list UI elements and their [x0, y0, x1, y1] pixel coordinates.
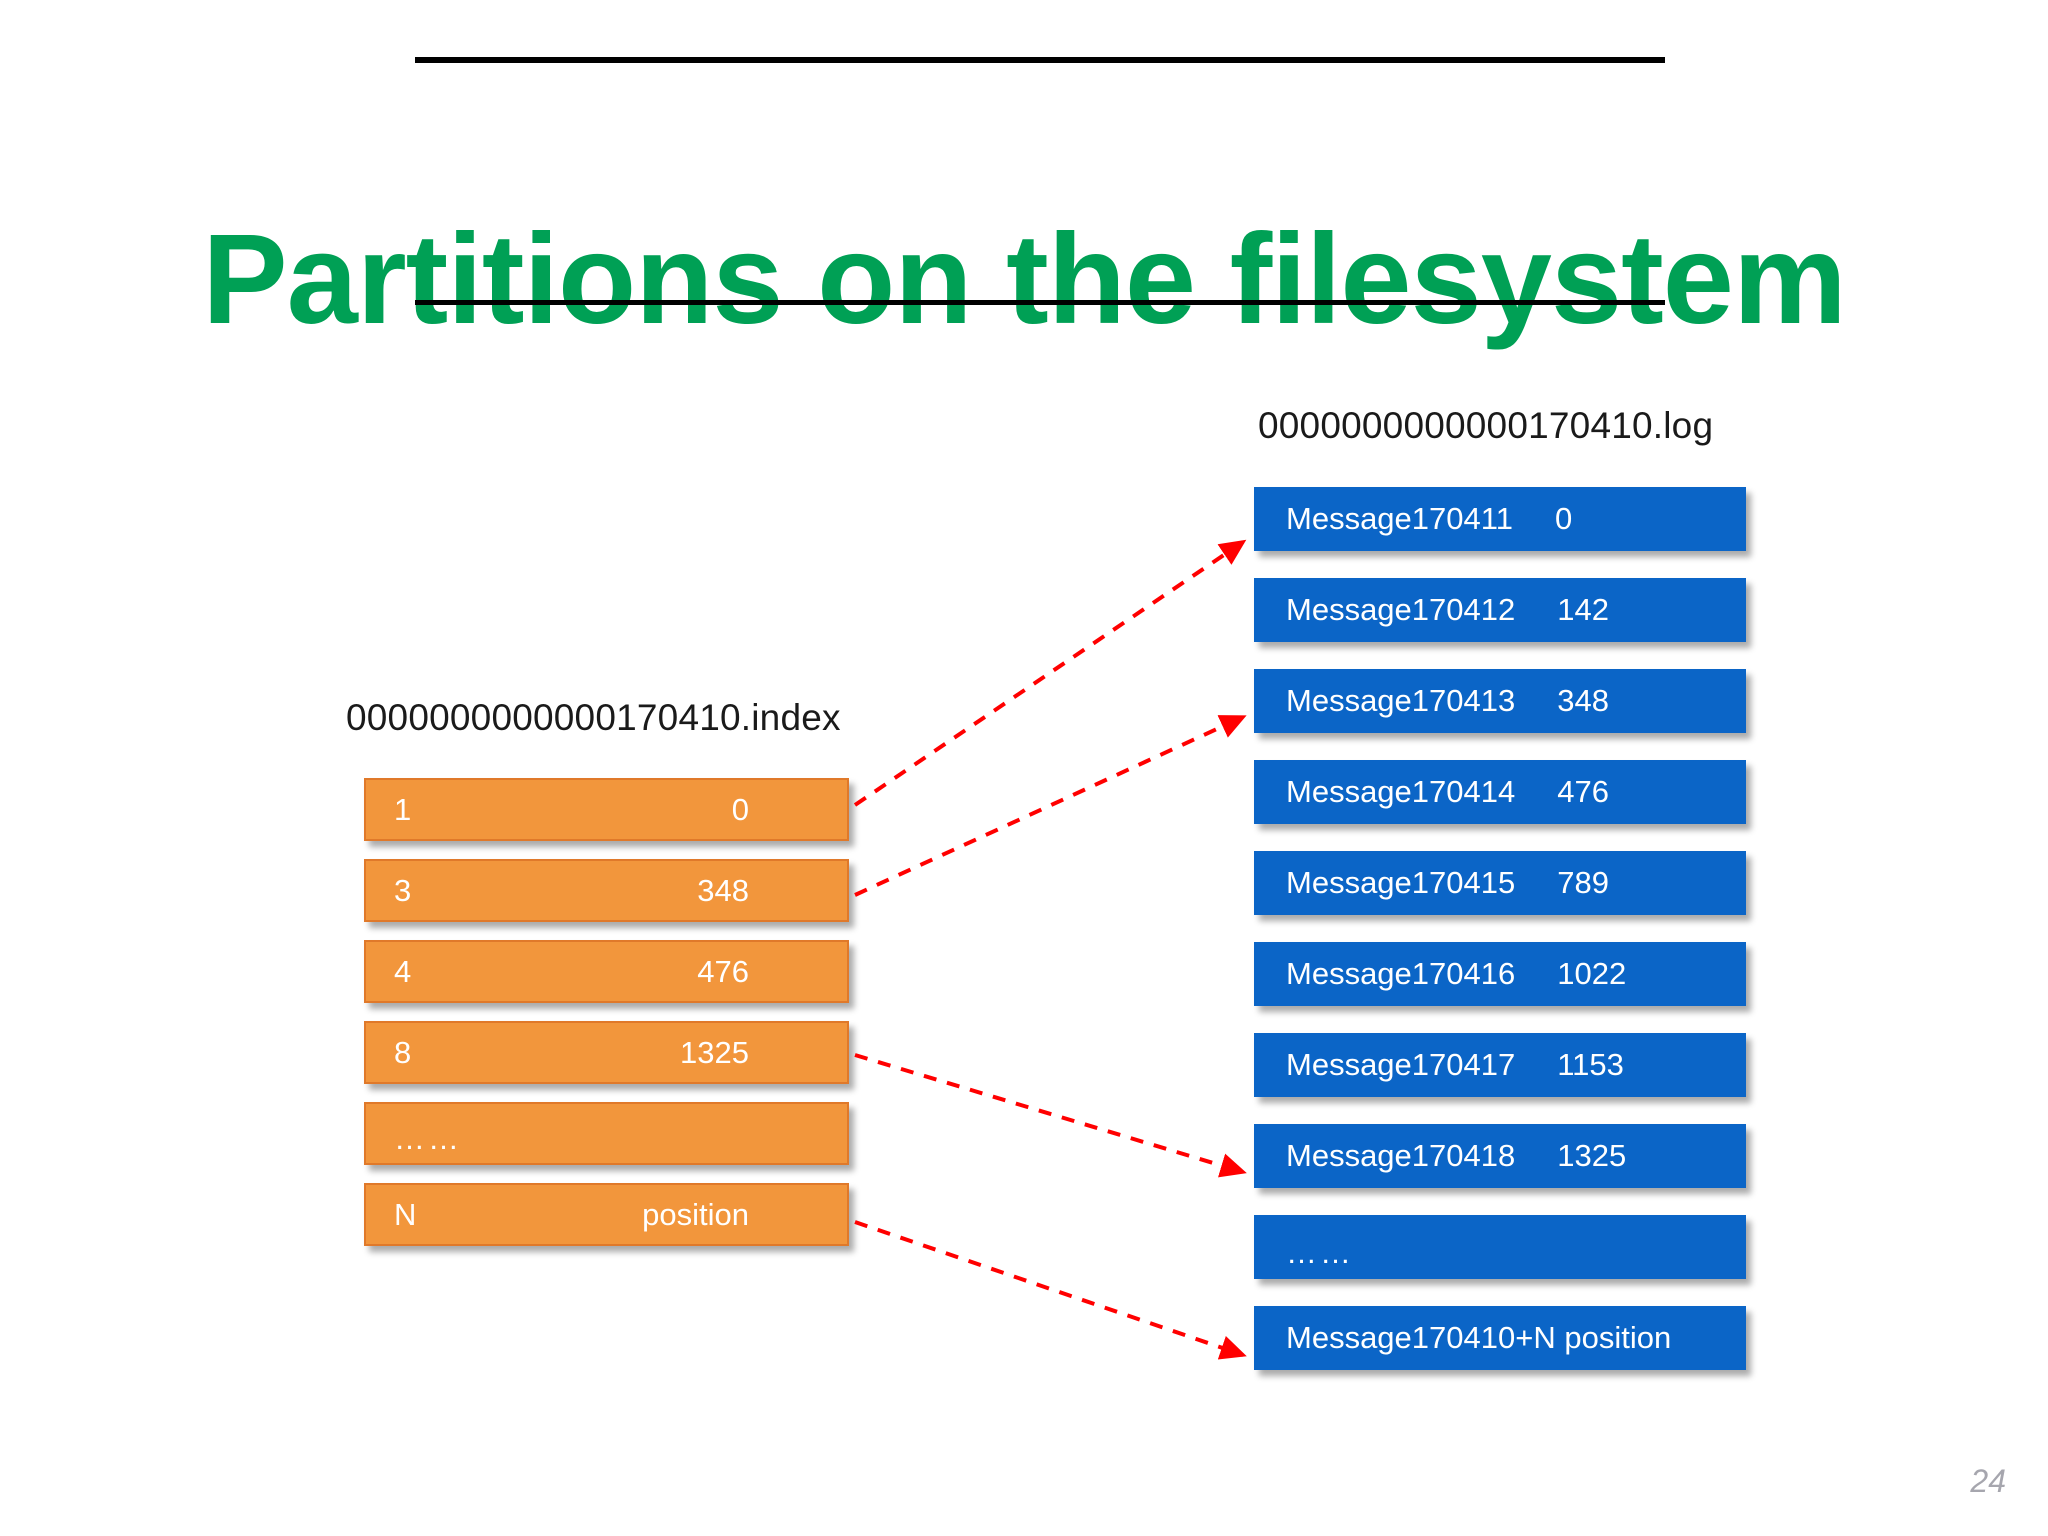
index-row-value: 476: [697, 953, 749, 989]
log-row-name: Message170412: [1286, 592, 1516, 627]
log-row-value: 1325: [1557, 1138, 1627, 1173]
log-row-ellipsis[interactable]: ……: [1254, 1215, 1746, 1279]
index-row[interactable]: 1 0: [364, 778, 849, 841]
log-row-value: 142: [1557, 592, 1609, 627]
arrow-index3-to-message170413: [854, 715, 1247, 897]
index-row-key: 4: [394, 953, 412, 989]
index-row-key: 3: [394, 872, 412, 908]
log-row-name: Message170410+N position: [1286, 1320, 1672, 1355]
index-row[interactable]: N position: [364, 1183, 849, 1246]
index-row-key: N: [394, 1196, 417, 1232]
log-row-value: 476: [1557, 774, 1609, 809]
log-row-value: 789: [1557, 865, 1609, 900]
log-row[interactable]: Message170416 1022: [1254, 942, 1746, 1006]
log-row[interactable]: Message170415 789: [1254, 851, 1746, 915]
index-row-key: 8: [394, 1034, 412, 1070]
arrow-index8-to-message170418: [854, 1053, 1247, 1178]
log-row-value: 1153: [1557, 1047, 1624, 1082]
index-file-label: 0000000000000170410.index: [346, 697, 841, 738]
log-row-name: Message170417: [1286, 1047, 1516, 1082]
log-row-value: 1022: [1557, 956, 1627, 991]
index-row-value: 348: [697, 872, 749, 908]
title-rule-top: [415, 57, 1665, 63]
log-row[interactable]: Message170414 476: [1254, 760, 1746, 824]
log-row-name: Message170414: [1286, 774, 1516, 809]
index-row-key: 1: [394, 791, 412, 827]
title-rule-bottom: [415, 300, 1665, 305]
log-row[interactable]: Message170418 1325: [1254, 1124, 1746, 1188]
index-row-ellipsis[interactable]: ……: [364, 1102, 849, 1165]
log-file-label: 0000000000000170410.log: [1258, 405, 1714, 446]
arrow-index1-to-message170411: [853, 539, 1247, 807]
log-row-name: Message170416: [1286, 956, 1516, 991]
log-row[interactable]: Message170412 142: [1254, 578, 1746, 642]
page-number: 24: [1970, 1463, 2006, 1499]
log-row-name: Message170413: [1286, 683, 1516, 718]
index-row-value: 1325: [680, 1034, 749, 1070]
index-row[interactable]: 3 348: [364, 859, 849, 922]
log-file-stack: Message170411 0 Message170412 142 Messag…: [1254, 487, 1746, 1397]
log-row[interactable]: Message170413 348: [1254, 669, 1746, 733]
arrow-indexN-to-message170410N: [854, 1220, 1247, 1360]
log-row[interactable]: Message170410+N position: [1254, 1306, 1746, 1370]
log-row-value: 0: [1554, 501, 1573, 536]
log-row[interactable]: Message170411 0: [1254, 487, 1746, 551]
log-row-name: Message170418: [1286, 1138, 1516, 1173]
index-row-value: 0: [731, 791, 749, 827]
index-row-value: position: [642, 1196, 749, 1232]
log-row-value: 348: [1557, 683, 1609, 718]
index-row-key: ……: [394, 1121, 462, 1156]
index-row[interactable]: 8 1325: [364, 1021, 849, 1084]
log-row-name: ……: [1286, 1235, 1354, 1270]
log-row[interactable]: Message170417 1153: [1254, 1033, 1746, 1097]
page-title: Partitions on the filesystem: [202, 207, 1847, 351]
index-file-stack: 1 0 3 348 4 476 8 1325 …… N position: [364, 778, 849, 1264]
log-row-name: Message170415: [1286, 865, 1516, 900]
log-row-name: Message170411: [1286, 501, 1513, 536]
index-row[interactable]: 4 476: [364, 940, 849, 1003]
